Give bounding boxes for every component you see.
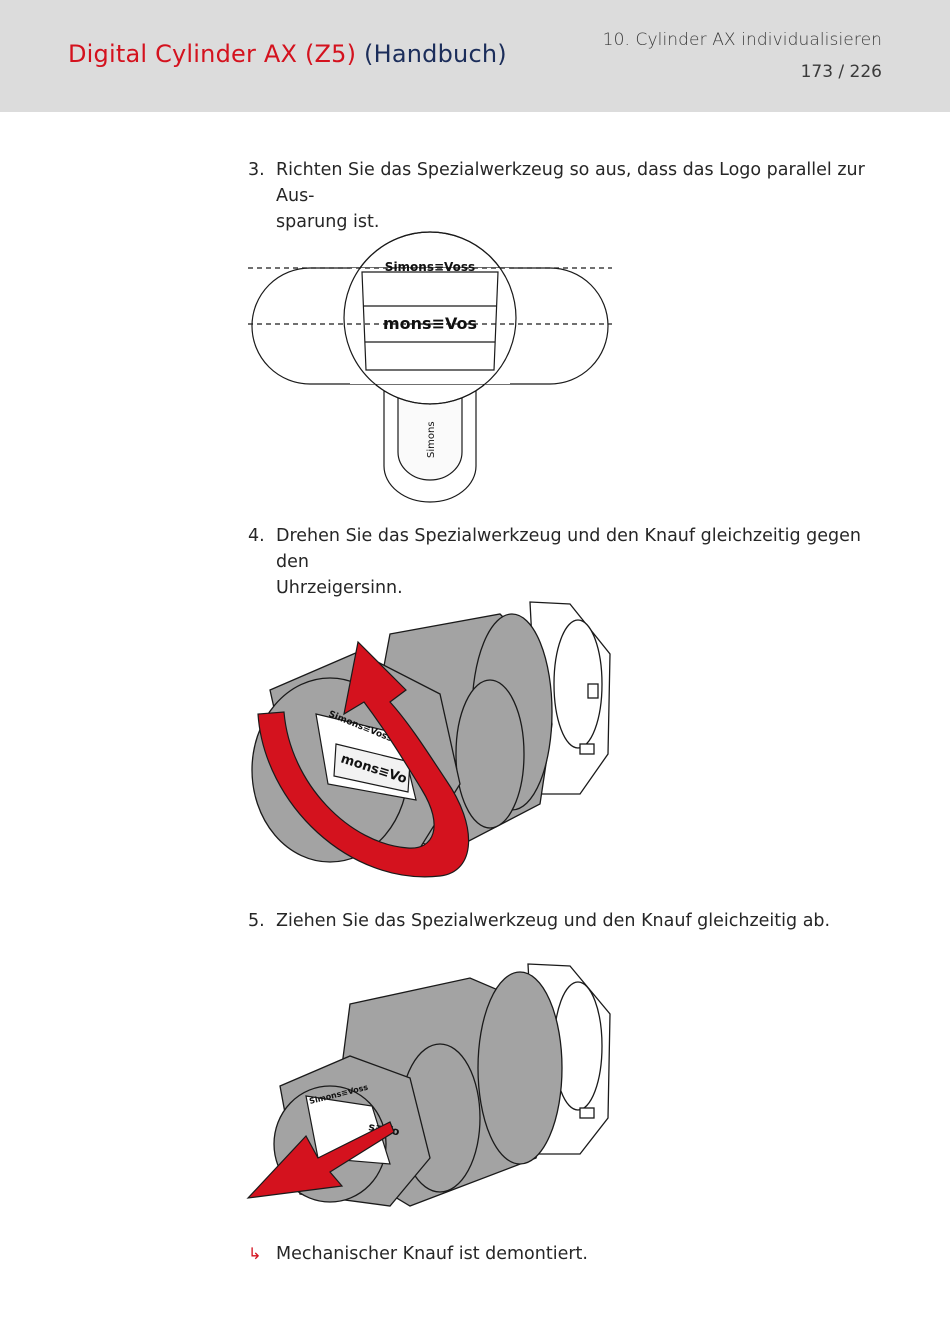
logo-top-text: Simons≡Voss [385,260,475,274]
document-title-product: Digital Cylinder AX (Z5) [68,40,357,68]
figure-logo-alignment: Simons≡Voss mons≡Vos Simons [248,231,612,503]
logo-shaft-text: Simons [426,421,437,458]
step-number: 4. [248,526,265,546]
step-text-line1: Ziehen Sie das Spezialwerkzeug und den K… [276,911,831,931]
step-5: 5. Ziehen Sie das Spezialwerkzeug und de… [248,908,888,934]
step-number: 3. [248,160,265,180]
document-title: Digital Cylinder AX (Z5) (Handbuch) [68,40,507,68]
pull-arrow-icon [246,1121,395,1199]
result-line: ↳ Mechanischer Knauf ist demontiert. [248,1244,588,1264]
step-3: 3. Richten Sie das Spezialwerkzeug so au… [248,157,888,235]
figure-rotate-tool: Simons≡Voss mons≡Vo [251,601,611,878]
result-text: Mechanischer Knauf ist demontiert. [276,1244,588,1264]
step-text-line2: Uhrzeigersinn. [276,578,403,598]
step-4: 4. Drehen Sie das Spezialwerkzeug und de… [248,523,888,601]
chapter-title: 10. Cylinder AX individualisieren [602,30,882,50]
page-header: Digital Cylinder AX (Z5) (Handbuch) 10. … [0,0,950,112]
rotate-arrow-icon [257,640,470,878]
step-text-line1: Richten Sie das Spezialwerkzeug so aus, … [276,160,865,206]
logo-mid-text: mons≡Vos [383,314,477,333]
result-arrow-icon: ↳ [248,1244,262,1263]
page-number: 173 / 226 [800,62,882,82]
step-text-line2: sparung ist. [276,212,380,232]
step-number: 5. [248,911,265,931]
figure-pull-off-tool: Simons≡Voss s≡Vo [246,963,611,1207]
document-title-suffix: (Handbuch) [364,40,507,68]
step-text-line1: Drehen Sie das Spezialwerkzeug und den K… [276,526,861,572]
